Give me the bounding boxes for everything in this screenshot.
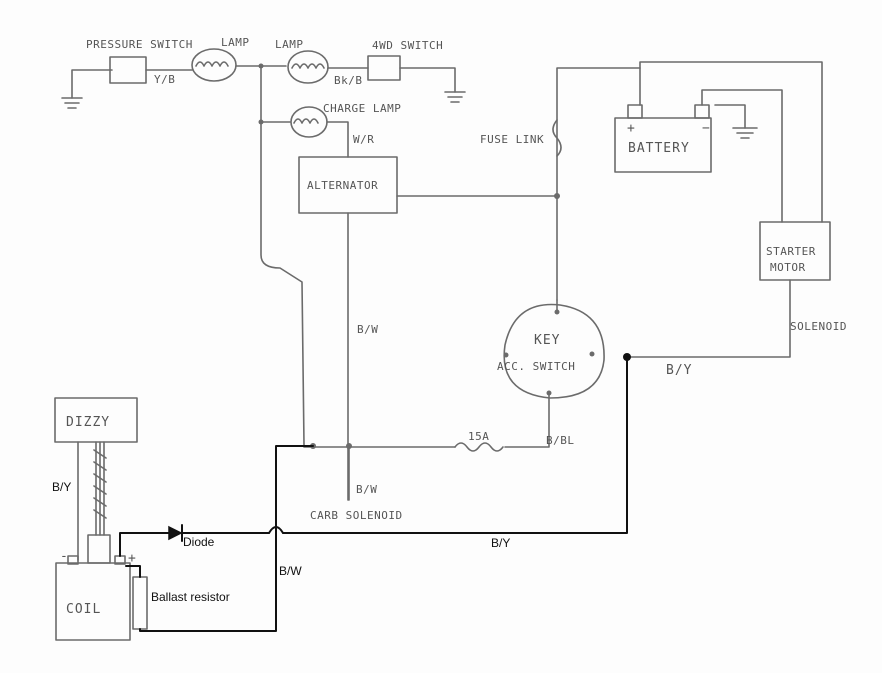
coil-plus-label: + xyxy=(128,551,137,566)
carb-solenoid-label: CARB SOLENOID xyxy=(310,509,403,522)
ground-symbol-battery xyxy=(732,127,758,139)
top-circuit xyxy=(61,48,466,109)
battery-plus-label: + xyxy=(627,121,636,136)
b-y-left-label: B/Y xyxy=(52,480,71,494)
added-wiring xyxy=(119,353,631,632)
wire-b-y-solenoid-label: B/Y xyxy=(666,363,692,378)
battery-box xyxy=(614,117,712,173)
battery-minus-label: − xyxy=(702,121,711,136)
b-y-bottom-label: B/Y xyxy=(491,536,510,550)
motor-label: MOTOR xyxy=(770,261,806,274)
pressure-switch-label: PRESSURE SWITCH xyxy=(86,38,193,51)
key-switch xyxy=(303,299,605,501)
wire-b-w-2-label: B/W xyxy=(356,483,377,496)
ignition-circuit xyxy=(54,397,148,641)
battery-label: BATTERY xyxy=(628,141,690,156)
fuse-link xyxy=(552,119,562,157)
lamp-1-label: LAMP xyxy=(221,36,250,49)
ground-symbol-top-right xyxy=(444,91,466,103)
coil-label: COIL xyxy=(66,602,101,617)
diode-label: Diode xyxy=(183,535,215,549)
wire-w-r-label: W/R xyxy=(353,133,374,146)
wire-bk-b-label: Bk/B xyxy=(334,74,363,87)
lamp-2 xyxy=(287,50,329,84)
fuse-15a xyxy=(454,442,504,452)
alternator-label: ALTERNATOR xyxy=(307,179,378,192)
labels: PRESSURE SWITCH LAMP LAMP 4WD SWITCH Y/B… xyxy=(52,36,847,617)
b-w-typed-label: B/W xyxy=(279,564,302,578)
charge-lamp-label: CHARGE LAMP xyxy=(323,102,401,115)
fuse-link-label: FUSE LINK xyxy=(480,133,544,146)
starter-motor-box xyxy=(759,221,831,281)
starter-label: STARTER xyxy=(766,245,816,258)
solenoid-label: SOLENOID xyxy=(790,320,847,333)
ballast-resistor-label: Ballast resistor xyxy=(151,590,230,604)
coil-minus-label: - xyxy=(60,549,69,564)
ground-symbol-left xyxy=(61,97,83,109)
4wd-switch-label: 4WD SWITCH xyxy=(372,39,443,52)
dizzy-label: DIZZY xyxy=(66,415,110,430)
diode-symbol xyxy=(168,525,183,541)
key-label: KEY xyxy=(534,333,560,348)
battery-circuit xyxy=(552,61,831,358)
pressure-switch xyxy=(109,56,147,84)
4wd-switch xyxy=(367,55,401,81)
wire-b-bl-label: B/BL xyxy=(546,434,575,447)
lamp-1 xyxy=(191,48,237,82)
fuse-15a-label: 15A xyxy=(468,430,489,443)
lamp-2-label: LAMP xyxy=(275,38,304,51)
acc-switch-label: ACC. SWITCH xyxy=(497,360,575,373)
coil-box xyxy=(55,562,131,641)
wire-b-w-1-label: B/W xyxy=(357,323,378,336)
wire-y-b-label: Y/B xyxy=(154,73,175,86)
ballast-resistor xyxy=(132,576,148,630)
charging-circuit xyxy=(258,65,558,501)
